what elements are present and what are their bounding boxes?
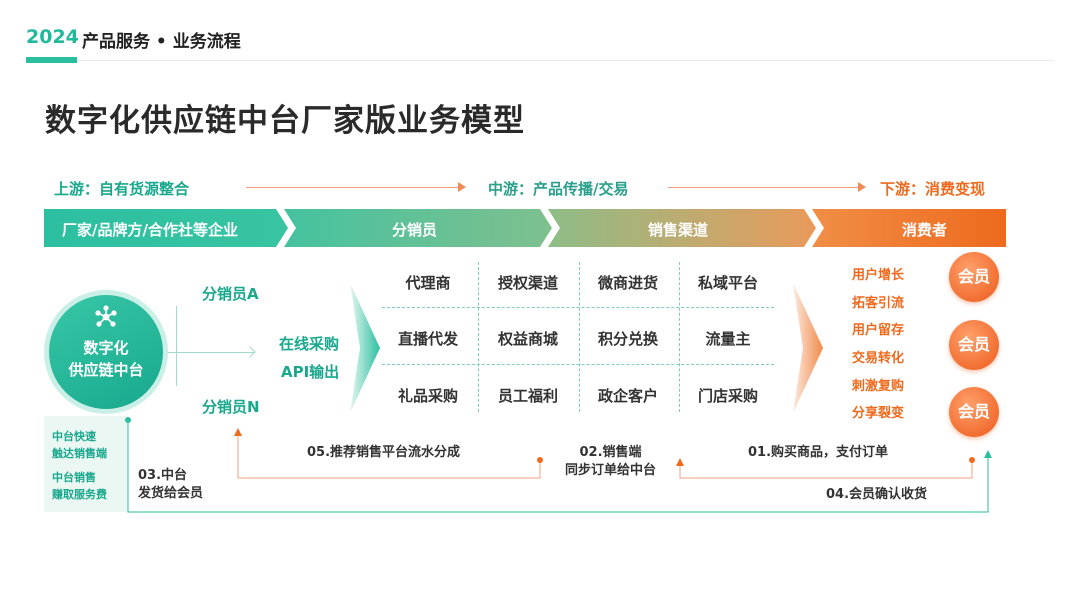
channel-cell: 私域平台 [697,274,758,292]
info-line: 中台销售 [52,471,96,484]
orange-chevron-arrow [793,283,823,413]
hub-line-2: 供应链中台 [68,361,144,379]
step-02-line-2: 同步订单给中台 [565,463,657,478]
step-04: 04.会员确认收货 [826,487,928,502]
flow-arrow-01 [676,458,684,466]
grid-vline-1 [478,262,479,412]
header-divider [26,60,1054,61]
network-icon [95,305,117,327]
platform-hub-label: 数字化 供应链中台 [49,337,163,381]
channel-cell: 礼品采购 [397,387,458,405]
stage-banner [44,209,1006,247]
info-line: 赚取服务费 [52,488,107,501]
step-03: 03.中台 发货给会员 [138,467,203,503]
channel-cell: 微商进货 [597,274,658,292]
step-02: 02.销售端 同步订单给中台 [565,444,656,480]
hub-connector-line [168,352,254,353]
header-title: 产品服务 • 业务流程 [82,32,241,52]
stage-label-1: 厂家/品牌方/合作社等企业 [62,221,238,239]
flow-arrow-head-1 [458,182,466,192]
teal-chevron-arrow [350,283,380,413]
step-03-line-2: 发货给会员 [138,486,204,501]
member-badge: 会员 [949,320,999,370]
stage-chevron-4 [812,209,1006,247]
upstream-label: 上游：自有货源整合 [54,180,190,198]
channel-cell: 积分兑换 [597,330,658,348]
consumer-action: 分享裂变 [852,406,905,421]
online-purchase-label: 在线采购 [279,335,340,353]
info-block-1: 中台快速 触达销售端 [52,428,107,462]
channel-cell: 代理商 [405,274,451,292]
stage-chevron-3 [548,209,816,247]
flow-arrow-04 [984,450,992,458]
info-line: 中台快速 [52,430,96,443]
info-line: 触达销售端 [52,447,107,460]
hub-line-1: 数字化 [83,339,129,357]
grid-hline-1 [382,307,774,308]
stage-chevron-2 [284,209,552,247]
flow-dot-01 [969,457,975,463]
channel-cell: 流量主 [705,330,751,348]
stage-label-2: 分销员 [392,221,438,239]
stage-label-4: 消费者 [902,221,948,239]
page-title: 数字化供应链中台厂家版业务模型 [45,103,525,139]
flow-line-05 [237,432,541,479]
member-badge: 会员 [949,252,999,302]
header-accent-bar [26,57,77,63]
stage-chevron-1 [44,209,288,247]
flow-arrow-05 [234,428,242,436]
channel-cell: 直播代发 [397,330,458,348]
distributor-n: 分销员N [202,398,260,416]
flow-dot-05 [537,457,543,463]
member-badge: 会员 [949,387,999,437]
channel-cell: 员工福利 [497,387,558,405]
info-block-2: 中台销售 赚取服务费 [52,469,107,503]
flow-arrow-line-1 [246,187,458,188]
channel-cell: 权益商城 [497,330,558,348]
grid-hline-2 [382,364,774,365]
flow-line-01 [679,460,973,479]
flow-line-04 [127,420,989,513]
consumer-action: 用户留存 [852,323,905,338]
step-03-line-1: 03.中台 [138,468,188,483]
consumer-action: 用户增长 [852,268,905,283]
info-box [44,416,128,512]
consumer-action: 交易转化 [852,351,905,366]
distributor-a: 分销员A [202,285,259,303]
flow-arrow-line-2 [668,187,858,188]
stage-label-3: 销售渠道 [648,221,709,239]
step-05: 05.推荐销售平台流水分成 [307,445,461,460]
grid-vline-3 [679,262,680,412]
channel-cell: 门店采购 [697,387,758,405]
api-output-label: API输出 [281,363,340,381]
flow-arrow-head-2 [858,182,866,192]
flow-dot-04 [125,417,131,423]
step-01: 01.购买商品，支付订单 [748,445,889,460]
grid-vline-2 [579,262,580,412]
midstream-label: 中游：产品传播/交易 [488,180,629,198]
consumer-action: 拓客引流 [852,296,905,311]
step-02-line-1: 02.销售端 [579,445,642,460]
channel-cell: 授权渠道 [497,274,558,292]
header-year: 2024 [26,26,79,48]
downstream-label: 下游：消费变现 [880,180,986,198]
distributor-bracket [176,306,177,386]
channel-cell: 政企客户 [597,387,658,405]
consumer-action: 刺激复购 [852,379,905,394]
